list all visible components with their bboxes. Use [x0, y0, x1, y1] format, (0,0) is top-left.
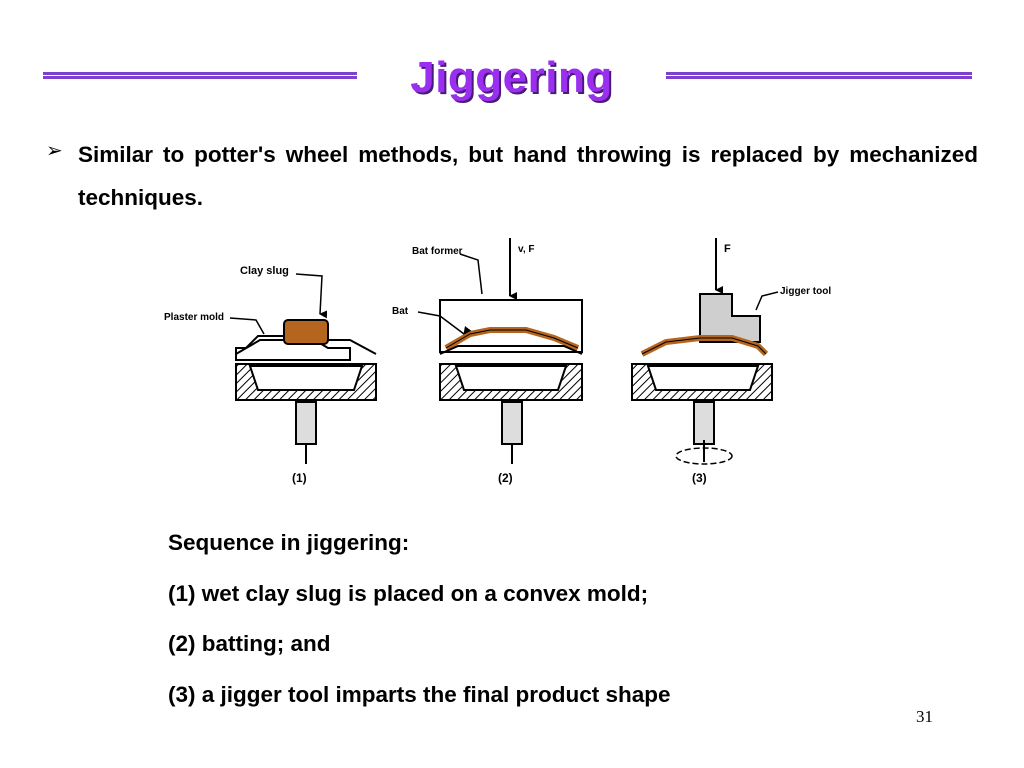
label-jigger-tool: Jigger tool: [780, 286, 831, 297]
label-step-2: (2): [498, 471, 513, 485]
label-plaster-mold: Plaster mold: [164, 312, 224, 323]
jiggering-diagram: Clay slug Plaster mold (1) Bat former v,…: [160, 230, 860, 495]
stage-1: Clay slug Plaster mold (1): [164, 265, 377, 485]
label-clay-slug: Clay slug: [240, 265, 289, 277]
sequence-heading: Sequence in jiggering:: [168, 530, 410, 555]
label-bat: Bat: [392, 306, 409, 317]
rotation-arrow-icon: [675, 447, 733, 465]
page-number: 31: [916, 707, 933, 726]
label-bat-former: Bat former: [412, 246, 463, 257]
bat-former: [439, 299, 583, 353]
clay-slug: [283, 319, 329, 345]
sequence-item: (1) wet clay slug is placed on a convex …: [168, 580, 649, 606]
label-f: F: [724, 243, 731, 255]
label-step-3: (3): [692, 471, 707, 485]
spindle: [295, 401, 317, 445]
sequence-item: (2) batting; and: [168, 631, 331, 656]
title-rule-right: [666, 72, 972, 79]
bullet-item: ➢ Similar to potter's wheel methods, but…: [46, 133, 978, 219]
label-step-1: (1): [292, 471, 307, 485]
plaster-mold: [235, 335, 351, 361]
label-v-f: v, F: [518, 244, 534, 255]
slide-title: Jiggering: [410, 53, 613, 102]
sequence-item: (3) a jigger tool imparts the final prod…: [168, 681, 671, 707]
title-rule-left: [43, 72, 357, 79]
sequence-list: Sequence in jiggering: (1) wet clay slug…: [168, 525, 868, 727]
arrow-bullet-icon: ➢: [46, 140, 63, 162]
stage-2: Bat former v, F Bat (2): [392, 238, 583, 485]
stage-3: F Jigger tool (3): [631, 238, 831, 485]
bullet-text: Similar to potter's wheel methods, but h…: [78, 142, 978, 210]
jigger-tool: [699, 293, 761, 343]
